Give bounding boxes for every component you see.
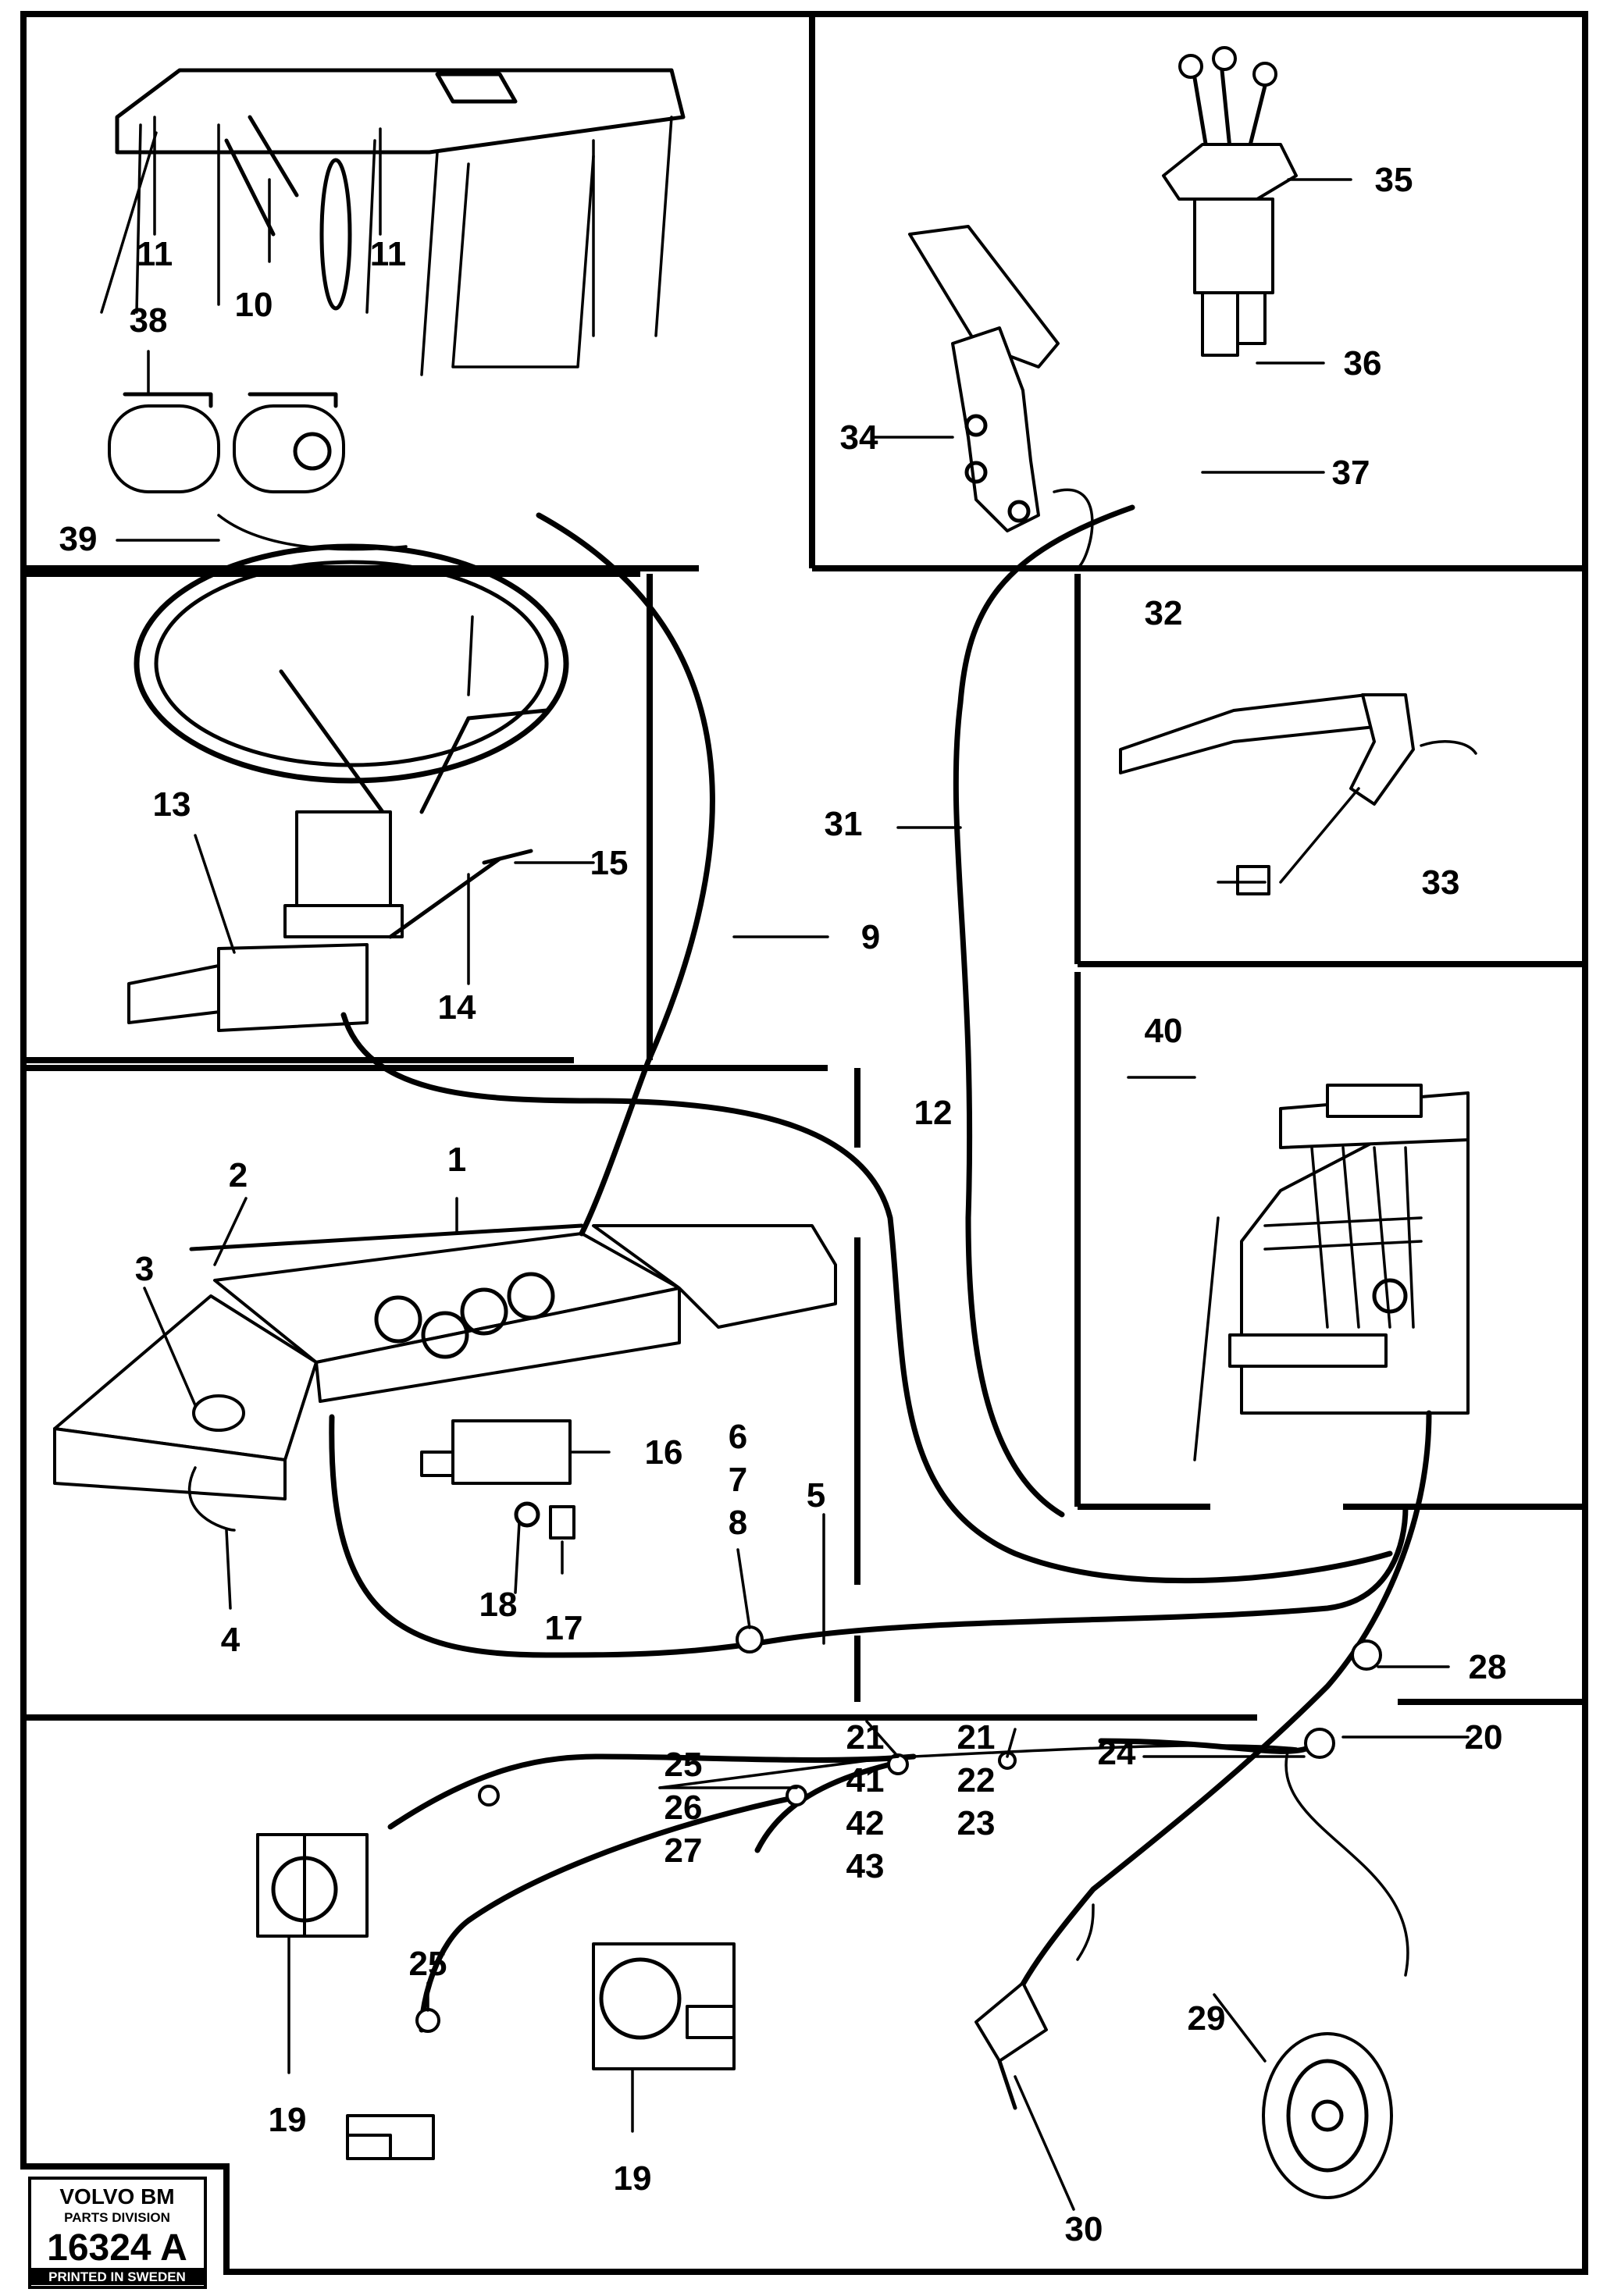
label-28: 28: [1469, 1648, 1507, 1686]
stamp-number: 16324 A: [47, 2227, 187, 2269]
label-34: 34: [840, 418, 878, 457]
label-19-right: 19: [614, 2159, 652, 2198]
label-40: 40: [1145, 1012, 1183, 1050]
stamp-division: PARTS DIVISION: [64, 2210, 170, 2225]
label-30: 30: [1065, 2210, 1103, 2248]
label-37: 37: [1332, 454, 1370, 492]
label-18: 18: [479, 1586, 518, 1624]
clip-markers: [478, 1625, 1382, 1807]
label-25: 25: [664, 1746, 703, 1784]
label-31: 31: [825, 805, 863, 843]
label-36: 36: [1344, 344, 1382, 383]
label-2: 2: [229, 1156, 248, 1194]
label-5: 5: [807, 1476, 825, 1515]
label-10: 10: [235, 286, 273, 324]
stamp-brand: VOLVO BM: [59, 2184, 174, 2209]
wire-harness: [329, 504, 1432, 2033]
blower-motor-illustration: [108, 392, 408, 551]
label-15: 15: [590, 844, 629, 882]
label-11-left: 11: [137, 235, 173, 273]
label-25-b: 25: [409, 1945, 447, 1983]
leader-lines: [116, 116, 1470, 2211]
label-24: 24: [1098, 1734, 1136, 1772]
label-1: 1: [447, 1141, 466, 1179]
label-35: 35: [1375, 161, 1413, 199]
label-32: 32: [1145, 594, 1183, 632]
label-43: 43: [846, 1847, 885, 1885]
sensor-illustration: [974, 1981, 1048, 2110]
control-valve-illustration: [1162, 46, 1298, 357]
label-21-b: 21: [957, 1718, 996, 1757]
label-26: 26: [664, 1789, 703, 1827]
label-21-a: 21: [846, 1718, 885, 1757]
label-33: 33: [1422, 863, 1460, 902]
label-8: 8: [729, 1504, 747, 1542]
label-12: 12: [914, 1094, 953, 1132]
label-20: 20: [1465, 1718, 1503, 1757]
label-39: 39: [59, 520, 98, 558]
brake-lever-illustration: [1119, 693, 1477, 895]
label-7: 7: [729, 1461, 747, 1499]
label-13: 13: [153, 785, 191, 824]
relay-box-illustration: [1228, 1084, 1470, 1415]
label-22: 22: [957, 1761, 996, 1799]
label-14: 14: [438, 988, 476, 1027]
stamp-printed: PRINTED IN SWEDEN: [48, 2269, 186, 2284]
horn-speaker-2-illustration: [592, 1942, 736, 2070]
label-19-left: 19: [269, 2101, 307, 2139]
cab-roof-illustration: [100, 68, 686, 376]
dashboard-illustration: [53, 1223, 837, 1540]
horn-illustration: [1262, 2032, 1393, 2199]
label-29: 29: [1188, 1999, 1226, 2038]
label-38: 38: [130, 301, 168, 340]
label-11-right: 11: [370, 235, 407, 273]
connector-illustration: [346, 2008, 440, 2160]
pedal-illustration: [908, 225, 1094, 570]
label-16: 16: [645, 1433, 683, 1472]
label-9: 9: [861, 918, 880, 956]
part-labels: 11 10 11 38 39 35 36 34 37 13 15 14 32 3…: [59, 161, 1507, 2248]
label-41: 41: [846, 1761, 885, 1799]
label-42: 42: [846, 1804, 885, 1842]
panel-borders: [20, 11, 1588, 2275]
label-23: 23: [957, 1804, 996, 1842]
horn-speaker-1-illustration: [256, 1833, 369, 1938]
parts-stamp: VOLVO BM PARTS DIVISION 16324 A PRINTED …: [28, 2177, 207, 2289]
label-27: 27: [664, 1831, 703, 1870]
label-3: 3: [135, 1250, 154, 1288]
label-4: 4: [221, 1621, 240, 1659]
steering-wheel-illustration: [127, 543, 569, 1032]
label-17: 17: [545, 1609, 583, 1647]
label-6: 6: [729, 1418, 747, 1456]
